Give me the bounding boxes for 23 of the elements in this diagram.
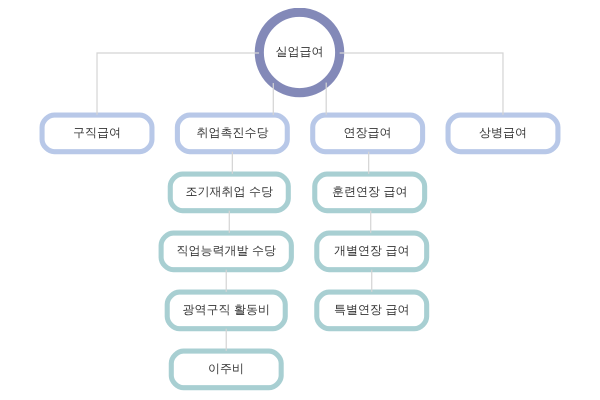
node-box: 이주비 (168, 348, 284, 390)
node-box: 상병급여 (446, 112, 560, 154)
connector (228, 210, 230, 233)
node-box: 조기재취업 수당 (168, 172, 291, 214)
connector (326, 82, 327, 115)
node-circle: 실업급여 (254, 8, 344, 98)
node-box: 훈련연장 급여 (312, 172, 428, 214)
connector (368, 152, 370, 174)
connector (226, 328, 227, 351)
node-box: 취업촉진수당 (174, 112, 290, 154)
connector (272, 83, 274, 115)
connector (370, 210, 372, 233)
node-box: 특별연장 급여 (314, 290, 430, 332)
node-box: 구직급여 (40, 112, 154, 154)
connector (96, 52, 259, 115)
connector (340, 52, 504, 115)
connector (371, 270, 372, 292)
node-box: 개별연장 급여 (314, 230, 430, 272)
connector (232, 152, 233, 174)
connector (226, 270, 227, 292)
node-box: 직업능력개발 수당 (158, 230, 294, 272)
node-box: 연장급여 (310, 112, 426, 154)
node-box: 광역구직 활동비 (164, 290, 288, 332)
